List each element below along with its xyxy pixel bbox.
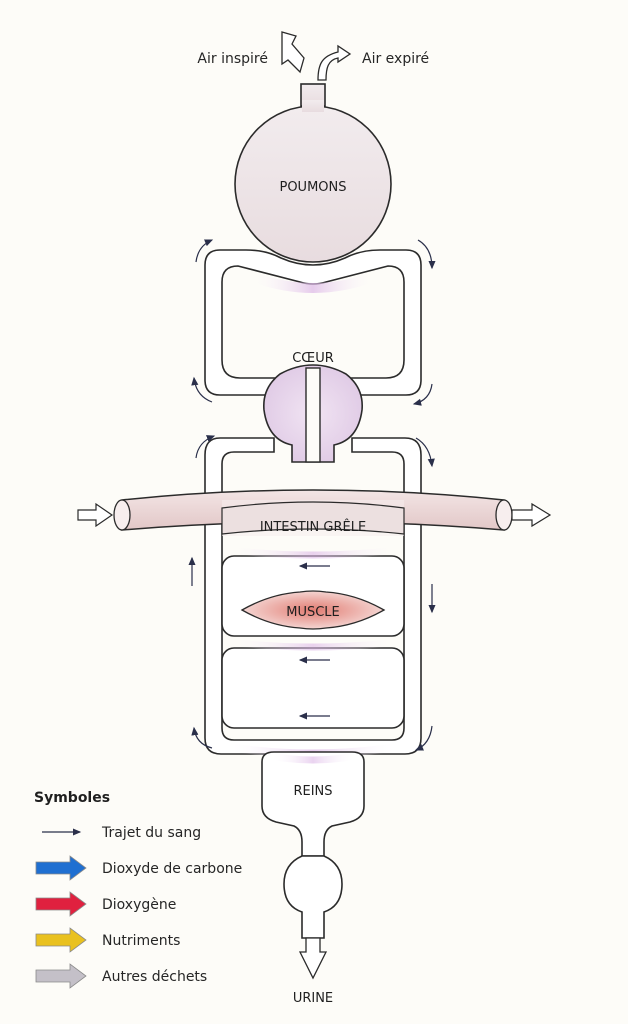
air-inspired-arrow bbox=[281, 31, 305, 74]
blood-arrow bbox=[414, 725, 433, 751]
muscle-label: MUSCLE bbox=[286, 605, 340, 620]
intestine-label: INTESTIN GRÊLE bbox=[260, 519, 366, 535]
legend-item: Autres déchets bbox=[35, 963, 207, 989]
intestine-in-arrow bbox=[77, 502, 114, 528]
urine-label: URINE bbox=[293, 991, 333, 1006]
legend-item-label: Trajet du sang bbox=[101, 825, 201, 841]
heart-label: CŒUR bbox=[292, 351, 334, 366]
kidneys-label: REINS bbox=[293, 784, 332, 799]
bladder bbox=[283, 855, 343, 980]
legend-item-label: Autres déchets bbox=[102, 969, 207, 985]
air-expired-label: Air expiré bbox=[362, 51, 429, 67]
block-arrow-symbol bbox=[35, 963, 87, 989]
air-inspired-label: Air inspiré bbox=[197, 51, 268, 67]
blood-arrow bbox=[412, 383, 433, 406]
legend-title: Symboles bbox=[34, 790, 110, 806]
block-arrow-symbol bbox=[35, 891, 87, 917]
legend-item-label: Nutriments bbox=[102, 933, 180, 949]
blood-arrow bbox=[191, 726, 213, 749]
legend-item: Trajet du sang bbox=[42, 825, 201, 841]
blood-arrow bbox=[195, 435, 216, 459]
intestine-out-arrow bbox=[511, 502, 552, 528]
blood-arrow bbox=[191, 376, 213, 403]
small-intestine bbox=[113, 489, 513, 536]
blood-arrow bbox=[415, 437, 435, 468]
air-expired-arrow bbox=[317, 44, 352, 81]
legend-item: Dioxyde de carbone bbox=[35, 855, 242, 881]
heart bbox=[263, 364, 363, 463]
legend-item-label: Dioxyde de carbone bbox=[102, 861, 242, 877]
blood-arrow bbox=[417, 239, 436, 270]
blood-flow-arrows bbox=[188, 239, 436, 751]
lungs-label: POUMONS bbox=[279, 180, 346, 195]
block-arrow-symbol bbox=[35, 855, 87, 881]
muscle bbox=[240, 590, 386, 630]
legend-item: Dioxygène bbox=[35, 891, 176, 917]
pulmonary-circuit bbox=[204, 249, 422, 396]
legend-item: Nutriments bbox=[35, 927, 180, 953]
lungs bbox=[234, 83, 392, 263]
kidneys bbox=[261, 751, 365, 857]
block-arrow-symbol bbox=[35, 927, 87, 953]
lower-loop bbox=[221, 638, 405, 729]
blood-arrow bbox=[195, 239, 214, 263]
legend-item-label: Dioxygène bbox=[102, 897, 176, 913]
